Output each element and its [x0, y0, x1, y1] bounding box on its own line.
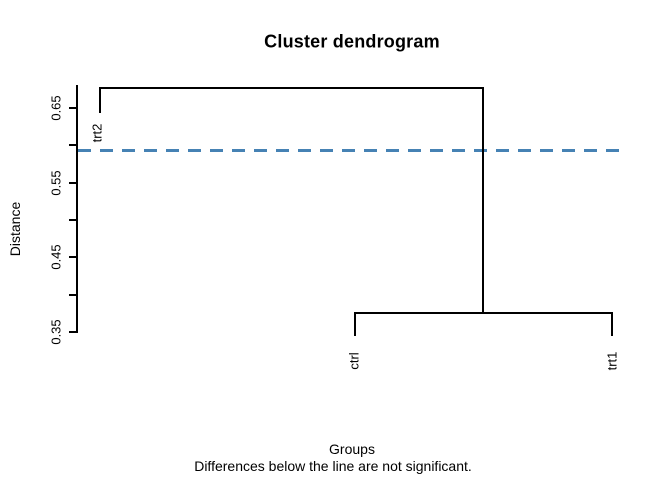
- y-tick-050: [69, 219, 77, 221]
- y-tick-label-045: 0.45: [48, 244, 64, 270]
- y-tick-055: [69, 182, 77, 184]
- y-tick-040: [69, 294, 77, 296]
- y-tick-060: [69, 144, 77, 146]
- y-tick-035: [69, 331, 77, 333]
- chart-title: Cluster dendrogram: [264, 31, 440, 52]
- dendrogram-right-drop: [482, 87, 484, 314]
- y-tick-label-055: 0.55: [48, 170, 64, 196]
- dendrogram-ctrl-stem: [354, 312, 356, 336]
- y-tick-065: [69, 107, 77, 109]
- y-tick-label-065: 0.65: [48, 95, 64, 121]
- x-axis-title: Groups: [329, 441, 375, 457]
- leaf-label-trt1: trt1: [604, 351, 620, 371]
- y-axis-line: [76, 85, 78, 333]
- dendrogram-trt2-stem: [99, 87, 101, 113]
- leaf-label-trt2: trt2: [89, 123, 105, 143]
- significance-reference-line: [78, 149, 624, 152]
- dendrogram-lower-merge-bar: [354, 312, 613, 314]
- y-axis-title: Distance: [7, 201, 23, 257]
- leaf-label-ctrl: ctrl: [346, 352, 362, 370]
- footnote: Differences below the line are not signi…: [194, 458, 472, 474]
- dendrogram-trt1-stem: [611, 312, 613, 336]
- y-tick-label-035: 0.35: [48, 319, 64, 345]
- dendrogram-top-merge-bar: [99, 87, 484, 89]
- y-tick-045: [69, 256, 77, 258]
